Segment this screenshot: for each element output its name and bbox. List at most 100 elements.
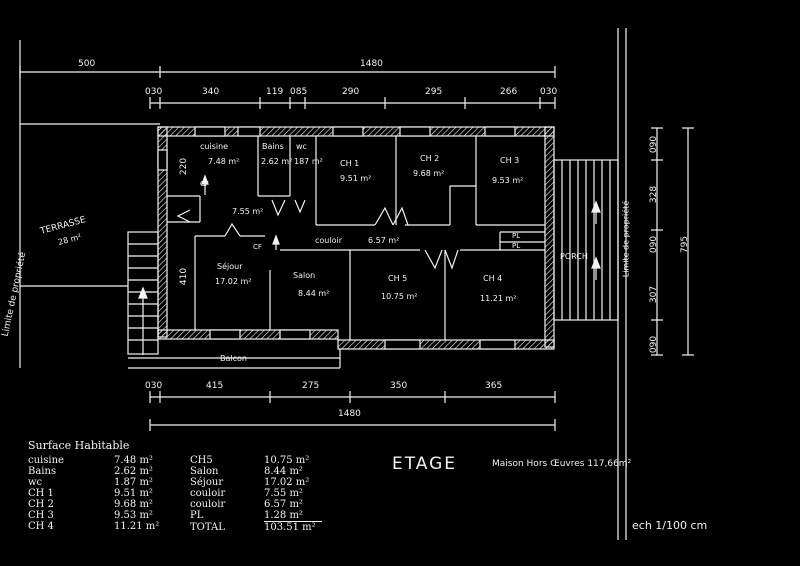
dim-top-seg-2: 340 [202,87,220,97]
couloir-area: 6.57 m² [368,236,400,245]
room-ch4-area: 11.21 m² [480,294,517,303]
scale-label: ech 1/100 cm [632,519,708,532]
dim-top-total: 1480 [360,59,383,69]
room-ch2-area: 9.68 m² [413,169,445,178]
surface-room: Séjour [190,477,224,488]
balcony [128,349,341,369]
surface-area: 10.75 m² [264,455,310,466]
room-ch3-area: 9.53 m² [492,176,524,185]
surface-area: 9.68 m² [114,499,153,510]
surface-area: 7.48 m² [114,455,153,466]
surface-room: CH 4 [28,521,54,532]
surface-area: 9.53 m² [114,510,153,521]
table-row: Salon 8.44 m² [190,466,322,477]
surface-title: Surface Habitable [28,439,130,452]
surface-room: cuisine [28,455,64,466]
room-ch5-name: CH 5 [388,274,408,283]
porch-decking [553,159,619,321]
dim-top-seg-5: 290 [342,87,360,97]
room-sejour-name: Séjour [217,262,243,271]
staircase [127,231,159,355]
room-ch1-name: CH 1 [340,159,360,168]
page-subtitle: Maison Hors Œuvres 117,66m² [492,459,632,469]
dim-right-3: 090 [649,235,660,254]
pl-label-2: PL [512,242,521,250]
dim-top-seg-4: 085 [290,87,308,97]
table-row: Séjour 17.02 m² [190,477,322,488]
balcon-label: Balcon [220,354,247,363]
dim-top-seg-8: 030 [540,87,558,97]
room-ch2-name: CH 2 [420,154,440,163]
porch-label: PORCH [560,252,588,261]
surface-room: PL [190,510,204,522]
pl-label-1: PL [512,232,521,240]
room-salon-area: 8.44 m² [298,289,330,298]
surface-area: 7.55 m² [264,488,303,499]
room-ch4-name: CH 4 [483,274,503,283]
dim-top-seg-1: 030 [145,87,163,97]
property-limit-right: Limite de propriété [621,200,631,278]
room-salon-name: Salon [293,271,316,280]
dim-bottom-seg-5: 365 [485,381,503,391]
dim-top-seg-6: 295 [425,87,443,97]
surface-area: 1.87 m² [114,477,153,488]
room-ch1-area: 9.51 m² [340,174,372,183]
table-row: couloir 6.57 m² [190,499,322,510]
dim-bottom-seg-2: 415 [206,381,224,391]
surface-area: 17.02 m² [264,477,310,488]
couloir-label: couloir [315,236,342,245]
surface-room: CH5 [190,455,213,466]
table-row: CH 3 9.53 m² [28,510,165,521]
dim-right-4: 307 [649,285,660,304]
cf-label-1: CF [200,180,209,188]
dim-top-seg-7: 266 [500,87,518,97]
dim-right-1: 090 [649,135,660,154]
room-sejour-area: 17.02 m² [215,277,252,286]
terrace [20,123,160,287]
windows [157,126,516,350]
dim-left-mid: 410 [179,267,190,286]
top-dimension-lines [19,66,556,109]
dim-bottom-seg-1: 030 [145,381,163,391]
surface-room: CH 3 [28,510,54,521]
room-ch5-area: 10.75 m² [381,292,418,301]
room-bains-area: 2.62 m² [261,157,293,166]
dim-right-total: 795 [680,235,691,254]
dim-top-seg-3: 119 [266,87,284,97]
stair-arrows [201,174,280,250]
surface-area: 6.57 m² [264,499,303,510]
table-row: cuisine 7.48 m² [28,455,165,466]
surface-area: 1.28 m² [264,510,322,522]
surface-area: 2.62 m² [114,466,153,477]
surface-room: couloir [190,488,226,499]
table-row: Bains 2.62 m² [28,466,165,477]
dim-left-small: 220 [179,157,190,176]
dim-bottom-total: 1480 [338,409,361,419]
dim-right-2: 328 [649,185,660,204]
surface-total-label: TOTAL [190,521,225,533]
surface-room: Salon [190,466,219,477]
room-ch3-name: CH 3 [500,156,520,165]
surface-total-area: 103.51 m² [264,522,316,533]
bottom-dimension-lines [149,391,556,431]
surface-room: couloir [190,499,226,510]
room-cuisine-name: cuisine [200,142,229,151]
room-wc-name: wc [296,142,307,151]
surface-area: 9.51 m² [114,488,153,499]
surface-room: Bains [28,466,57,477]
right-dimension-lines [651,127,694,356]
page-title: ETAGE [392,454,458,474]
dim-right-5: 090 [649,335,660,354]
room-bains-name: Bains [262,142,284,151]
hall-area: 7.55 m² [232,207,264,216]
interior-walls [167,136,545,340]
surface-area: 8.44 m² [264,466,303,477]
room-wc-area: 187 m² [294,157,323,166]
dim-bottom-seg-3: 275 [302,381,320,391]
